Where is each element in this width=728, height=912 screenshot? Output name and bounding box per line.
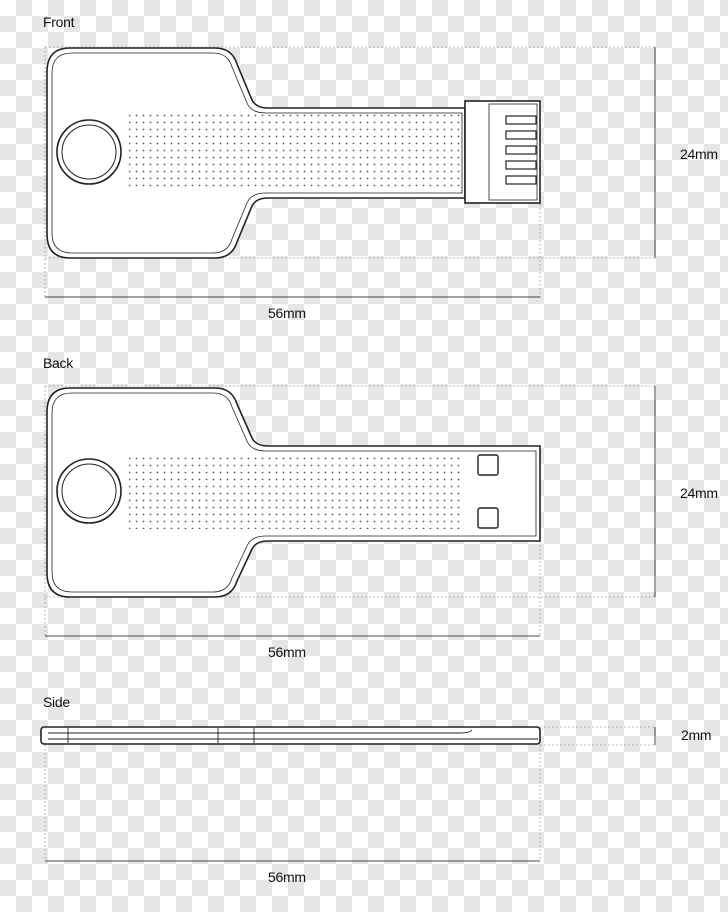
side-width-dimension: 56mm bbox=[268, 869, 306, 885]
front-view-title: Front bbox=[43, 14, 75, 30]
side-height-dimension: 2mm bbox=[681, 727, 712, 743]
back-guide-lines bbox=[44, 385, 655, 636]
back-height-dimension: 24mm bbox=[680, 485, 718, 501]
side-view bbox=[40, 726, 656, 862]
back-usb-holes bbox=[477, 454, 499, 529]
back-width-dimension: 56mm bbox=[268, 644, 306, 660]
back-key-ring-hole-inner bbox=[61, 463, 117, 519]
front-width-dimension: 56mm bbox=[268, 305, 306, 321]
front-view bbox=[44, 46, 656, 298]
side-guide-lines bbox=[44, 726, 655, 861]
front-key-ring-hole-inner bbox=[61, 124, 117, 180]
front-print-area bbox=[129, 114, 460, 190]
front-usb-inner bbox=[488, 103, 538, 201]
back-print-area bbox=[129, 455, 460, 529]
back-view bbox=[44, 385, 656, 637]
back-view-title: Back bbox=[43, 355, 73, 371]
side-view-title: Side bbox=[43, 694, 70, 710]
side-key-profile bbox=[40, 726, 541, 745]
front-usb-contacts bbox=[505, 115, 537, 185]
front-height-dimension: 24mm bbox=[680, 146, 718, 162]
front-key-inner-outline bbox=[51, 52, 463, 254]
back-key-inner-outline bbox=[51, 392, 537, 593]
side-key-profile-details bbox=[48, 728, 538, 743]
front-guide-lines bbox=[44, 46, 655, 297]
